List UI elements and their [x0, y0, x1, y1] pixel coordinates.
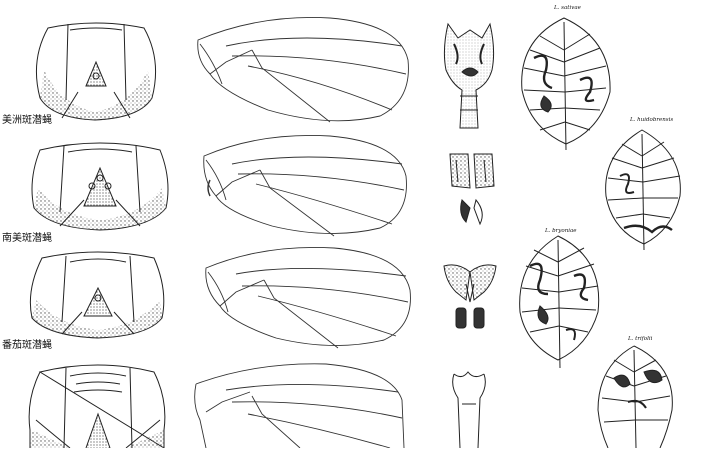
wing-drawing-3 — [205, 246, 411, 349]
head-drawing-1 — [35, 22, 157, 121]
species-label-3: 番茄斑潜蝇 — [2, 340, 52, 351]
head-drawing-4 — [28, 364, 166, 449]
species-label-1: 美洲斑潜蝇 — [2, 115, 52, 126]
wing-drawing-1 — [197, 17, 409, 123]
leaf-label-huidobrensis: L. huidobrensis — [630, 117, 674, 123]
genitalia-drawing-1 — [443, 22, 495, 129]
leaf-drawing-trifolii — [597, 345, 673, 449]
leaf-drawing-bryoniae — [519, 235, 600, 369]
genitalia-drawing-2 — [449, 153, 495, 226]
leaf-drawing-sativae — [521, 17, 611, 151]
wing-drawing-4 — [194, 363, 405, 449]
leaf-label-trifolii: L. trifolii — [628, 336, 653, 342]
head-drawing-2 — [31, 142, 169, 231]
leaf-drawing-huidobrensis — [605, 129, 681, 251]
wing-drawing-2 — [203, 134, 407, 237]
leaf-label-bryoniae: L. bryoniae — [545, 228, 577, 234]
species-label-2: 南美斑潜蝇 — [2, 233, 52, 244]
genitalia-drawing-4 — [452, 371, 486, 449]
leaf-label-sativae: L. sativae — [554, 5, 581, 11]
head-drawing-3 — [29, 251, 165, 339]
genitalia-drawing-3 — [443, 264, 497, 329]
